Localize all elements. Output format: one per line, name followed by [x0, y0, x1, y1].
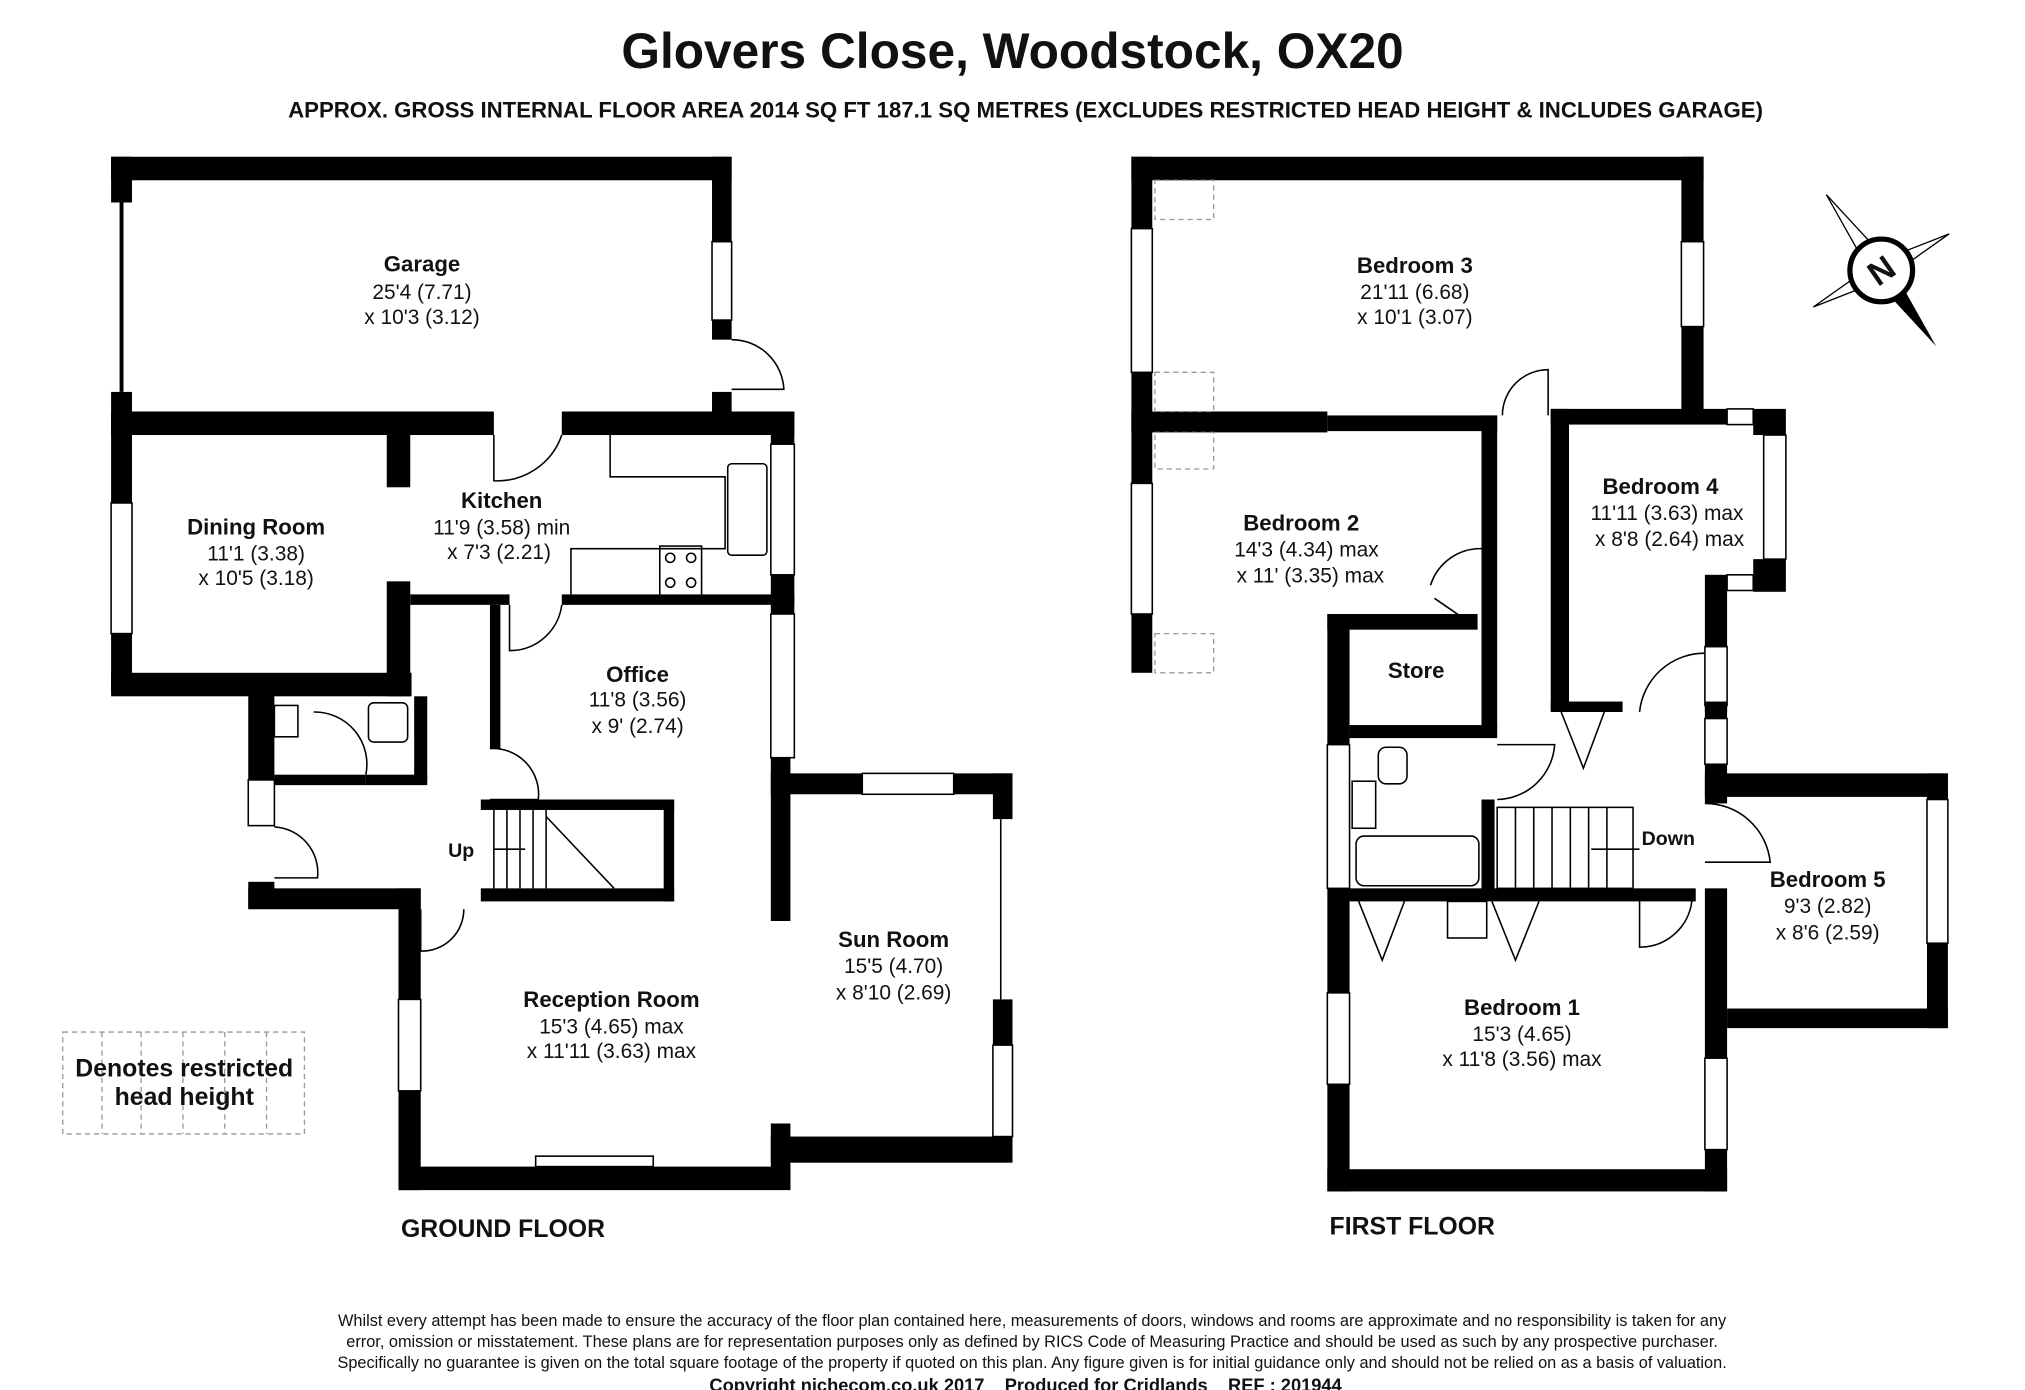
svg-text:Specifically no guarantee is g: Specifically no guarantee is given on th… — [337, 1354, 1726, 1372]
svg-text:x 11'11 (3.63) max: x 11'11 (3.63) max — [527, 1040, 697, 1063]
compass-north-icon: N — [1812, 194, 1950, 347]
svg-text:x 11'8 (3.56) max: x 11'8 (3.56) max — [1442, 1048, 1602, 1071]
svg-text:Kitchen: Kitchen — [461, 488, 542, 513]
room-kitchen: Kitchen 11'9 (3.58) min x 7'3 (2.21) — [433, 488, 570, 564]
svg-text:x 10'5 (3.18): x 10'5 (3.18) — [198, 567, 313, 590]
room-bedroom-2: Bedroom 2 14'3 (4.34) max x 11' (3.35) m… — [1234, 510, 1385, 587]
room-bedroom-4: Bedroom 4 11'11 (3.63) max x 8'8 (2.64) … — [1590, 474, 1744, 551]
svg-text:Sun Room: Sun Room — [838, 927, 949, 952]
svg-text:Bedroom 1: Bedroom 1 — [1464, 995, 1580, 1020]
svg-text:error, omission or misstatemen: error, omission or misstatement. These p… — [346, 1333, 1718, 1351]
room-dining: Dining Room 11'1 (3.38) x 10'5 (3.18) — [187, 514, 325, 590]
svg-text:x 11' (3.35) max: x 11' (3.35) max — [1237, 565, 1385, 588]
restricted-height-legend: Denotes restricted head height — [62, 1031, 306, 1135]
room-bedroom-1: Bedroom 1 15'3 (4.65) x 11'8 (3.56) max — [1442, 995, 1602, 1071]
svg-text:Office: Office — [606, 662, 669, 687]
svg-text:Denotes restricted: Denotes restricted — [75, 1055, 293, 1082]
svg-text:x 10'1 (3.07): x 10'1 (3.07) — [1357, 306, 1472, 329]
svg-text:Bedroom 3: Bedroom 3 — [1357, 253, 1473, 278]
svg-text:11'8 (3.56): 11'8 (3.56) — [589, 689, 687, 712]
svg-text:x 9' (2.74): x 9' (2.74) — [591, 715, 683, 738]
svg-text:Dining Room: Dining Room — [187, 514, 325, 539]
svg-text:x 8'6 (2.59): x 8'6 (2.59) — [1776, 921, 1880, 944]
room-garage: Garage 25'4 (7.71) x 10'3 (3.12) — [364, 252, 479, 329]
svg-text:14'3 (4.34) max: 14'3 (4.34) max — [1234, 539, 1379, 562]
room-sun-room: Sun Room 15'5 (4.70) x 8'10 (2.69) — [836, 927, 951, 1004]
svg-text:Bedroom 5: Bedroom 5 — [1770, 867, 1886, 892]
svg-text:Reception Room: Reception Room — [523, 987, 699, 1012]
room-office: Office 11'8 (3.56) x 9' (2.74) — [589, 662, 687, 738]
svg-text:Garage: Garage — [384, 252, 460, 277]
svg-text:9'3 (2.82): 9'3 (2.82) — [1784, 895, 1872, 918]
svg-text:11'11 (3.63) max: 11'11 (3.63) max — [1590, 502, 1744, 525]
svg-text:15'3 (4.65) max: 15'3 (4.65) max — [539, 1015, 684, 1038]
svg-text:x 8'10 (2.69): x 8'10 (2.69) — [836, 981, 951, 1004]
svg-text:Bedroom 4: Bedroom 4 — [1603, 474, 1720, 499]
svg-text:25'4 (7.71): 25'4 (7.71) — [372, 281, 471, 304]
ground-floor-walls — [110, 156, 1014, 1191]
plan-subtitle: APPROX. GROSS INTERNAL FLOOR AREA 2014 S… — [288, 98, 1763, 123]
svg-text:15'5 (4.70): 15'5 (4.70) — [844, 955, 943, 978]
staircase-first — [1496, 806, 1640, 890]
room-bedroom-3: Bedroom 3 21'11 (6.68) x 10'1 (3.07) — [1357, 253, 1473, 329]
svg-text:head height: head height — [115, 1084, 254, 1111]
svg-text:x 7'3 (2.21): x 7'3 (2.21) — [447, 541, 551, 564]
plan-title: Glovers Close, Woodstock, OX20 — [621, 23, 1403, 79]
svg-text:11'1 (3.38): 11'1 (3.38) — [207, 542, 305, 565]
room-reception: Reception Room 15'3 (4.65) max x 11'11 (… — [523, 987, 699, 1063]
staircase-ground — [493, 809, 615, 889]
svg-text:11'9 (3.58) min: 11'9 (3.58) min — [433, 516, 570, 539]
room-bedroom-5: Bedroom 5 9'3 (2.82) x 8'6 (2.59) — [1770, 867, 1886, 944]
disclaimer: Whilst every attempt has been made to en… — [337, 1312, 1727, 1390]
svg-text:21'11 (6.68): 21'11 (6.68) — [1360, 281, 1469, 304]
room-store: Store — [1388, 658, 1445, 683]
ground-floor-label: GROUND FLOOR — [401, 1216, 605, 1243]
svg-text:15'3 (4.65): 15'3 (4.65) — [1472, 1023, 1571, 1046]
svg-text:x 10'3 (3.12): x 10'3 (3.12) — [364, 306, 479, 329]
svg-text:Bedroom 2: Bedroom 2 — [1243, 510, 1359, 535]
stairs-up-label: Up — [448, 840, 474, 862]
stairs-down-label: Down — [1642, 828, 1695, 850]
copyright: Copyright nichecom.co.uk 2017 Produced f… — [709, 1374, 1342, 1390]
svg-text:Whilst every attempt has been: Whilst every attempt has been made to en… — [338, 1312, 1727, 1330]
svg-text:x 8'8 (2.64) max: x 8'8 (2.64) max — [1595, 528, 1745, 551]
first-floor-walls — [1130, 156, 1949, 1192]
first-floor-label: FIRST FLOOR — [1330, 1214, 1495, 1241]
